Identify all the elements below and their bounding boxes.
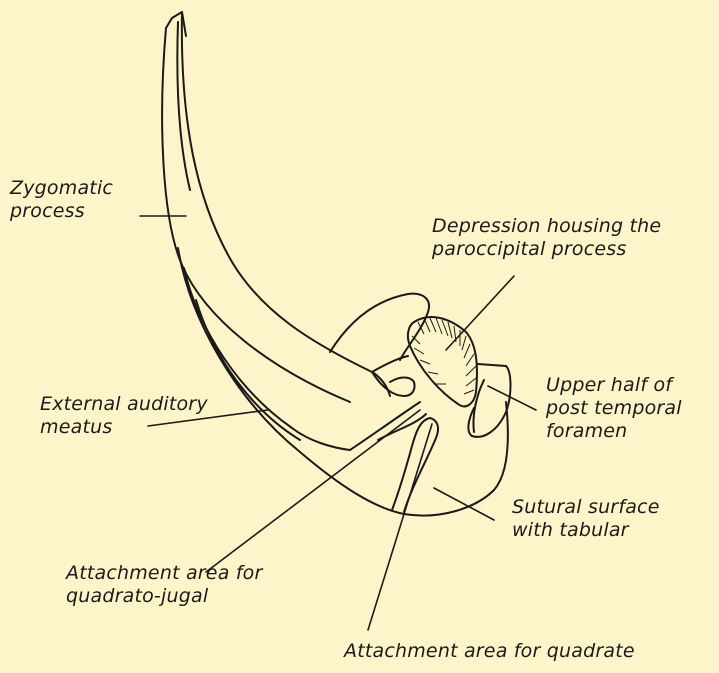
label-line: Attachment area for [66, 562, 263, 585]
foramen-inner-edge [473, 380, 484, 432]
label-sutural-surface: Sutural surface with tabular [512, 496, 660, 542]
squamosal-inner-ridge [350, 402, 420, 450]
upper-half-leader [488, 386, 536, 410]
zygomatic-process-inner-edge [182, 12, 390, 396]
label-line: with tabular [512, 519, 660, 542]
label-line: foramen [546, 420, 682, 443]
label-line: quadrato-jugal [66, 585, 263, 608]
zygomatic-process-ridge [177, 22, 190, 190]
label-line: Upper half of [546, 374, 682, 397]
squamosal-outer-contour [178, 248, 508, 516]
label-line: paroccipital process [432, 238, 661, 261]
depression-hatching [412, 318, 476, 394]
depression-leader [446, 276, 514, 350]
sutural-surface [392, 418, 438, 512]
label-line: Attachment area for quadrate [344, 640, 635, 663]
label-line: post temporal [546, 397, 682, 420]
label-quadrate-attachment: Attachment area for quadrate [344, 640, 635, 663]
squamosal-mid-edge [372, 356, 408, 372]
label-line: Depression housing the [432, 215, 661, 238]
label-external-auditory-meatus: External auditory meatus [40, 393, 208, 439]
label-depression-paroccipital: Depression housing the paroccipital proc… [432, 215, 661, 261]
label-line: External auditory [40, 393, 208, 416]
label-zygomatic-process: Zygomatic process [10, 177, 113, 223]
label-upper-half-post-temporal-foramen: Upper half of post temporal foramen [546, 374, 682, 443]
label-line: meatus [40, 416, 208, 439]
quadrato-jugal-leader [206, 410, 420, 572]
squamosal-upper-body [330, 294, 429, 360]
post-temporal-foramen [468, 364, 510, 437]
quadrate-leader [368, 424, 432, 630]
label-line: Zygomatic [10, 177, 113, 200]
label-line: Sutural surface [512, 496, 660, 519]
label-line: process [10, 200, 113, 223]
label-quadrato-jugal-attachment: Attachment area for quadrato-jugal [66, 562, 263, 608]
sutural-leader [434, 488, 494, 520]
zygomatic-process-tip [166, 12, 186, 36]
